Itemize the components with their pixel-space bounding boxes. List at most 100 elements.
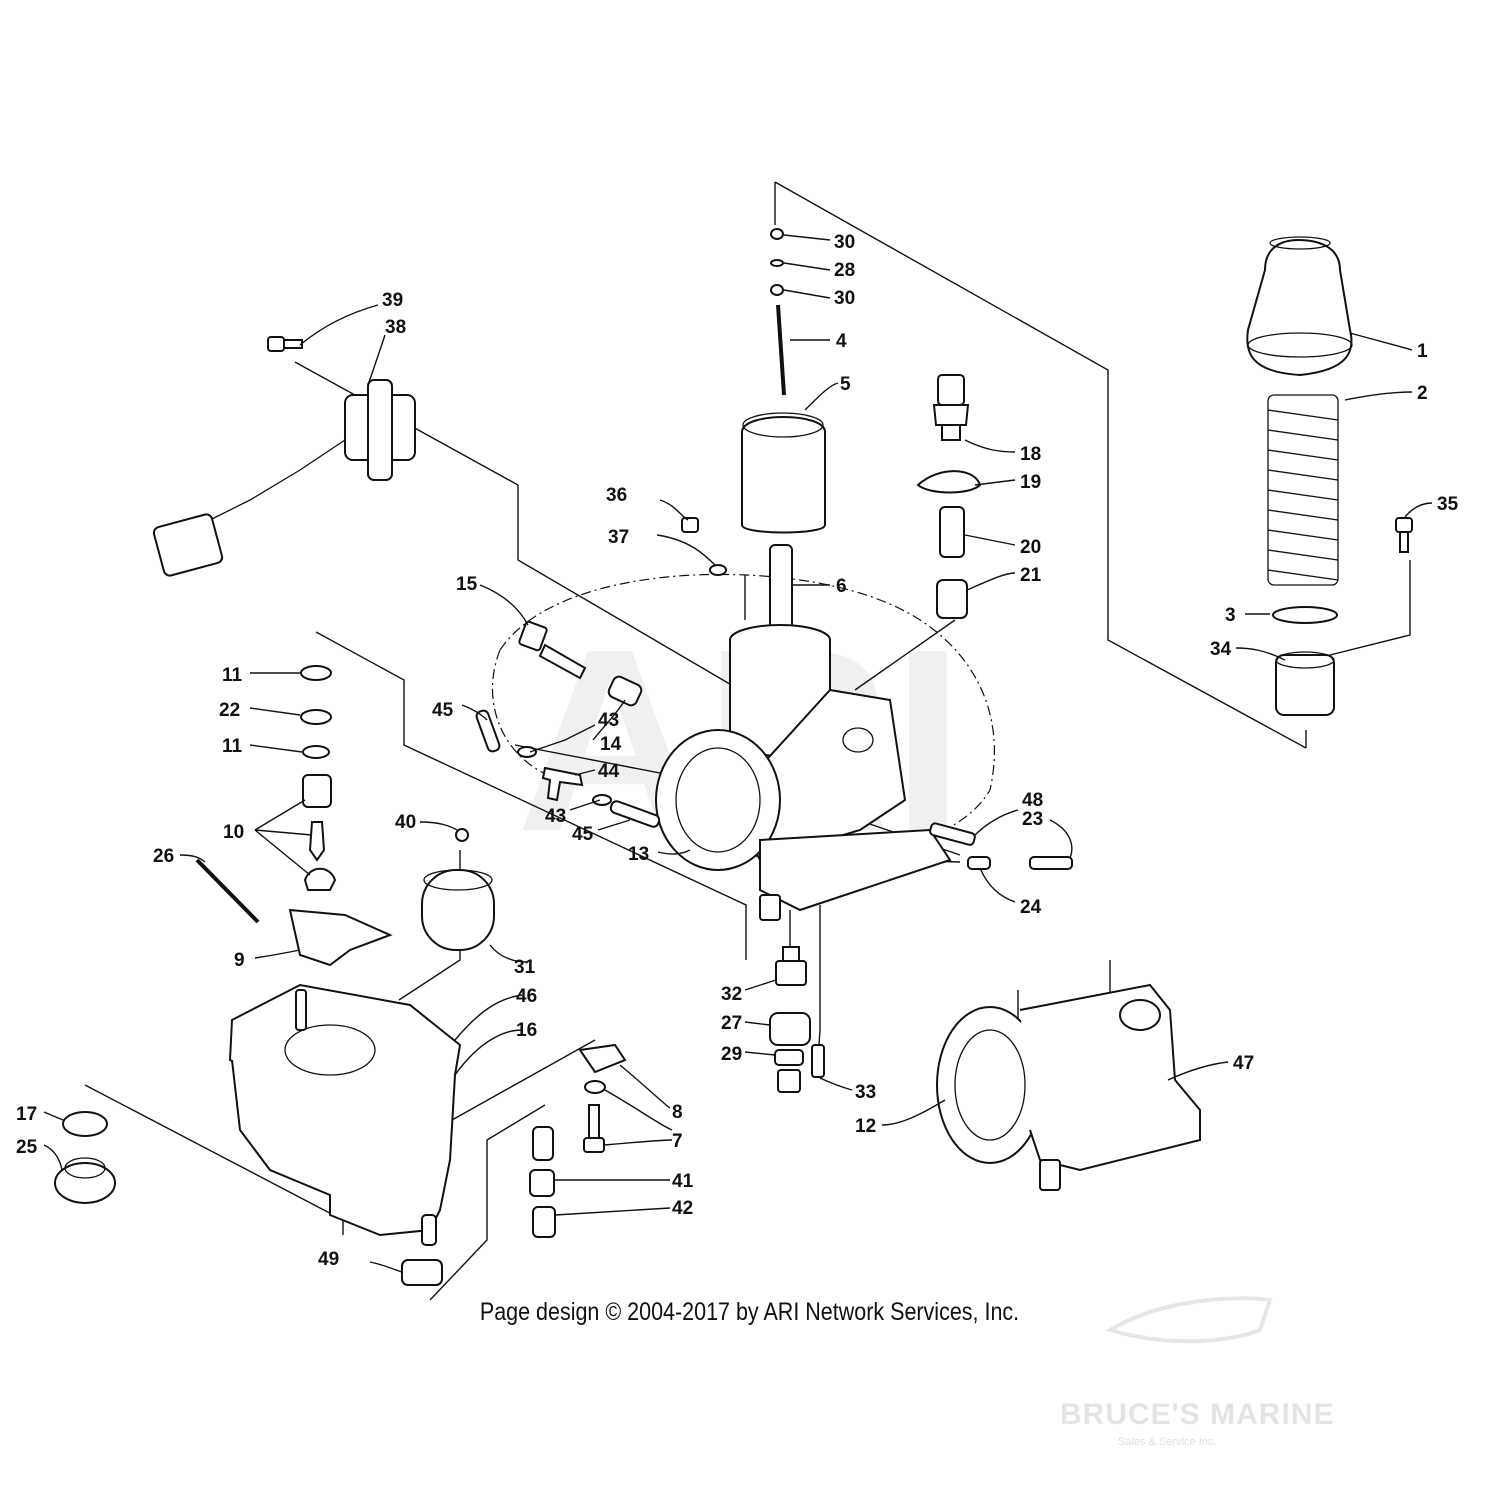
spring-part-14 [607, 675, 643, 707]
callout-labels: 1 2 3 4 5 6 7 8 9 10 11 11 12 13 14 15 1… [16, 232, 1459, 1270]
label-part-20: 20 [1020, 537, 1041, 558]
label-part-25: 25 [16, 1137, 38, 1158]
label-part-8: 8 [672, 1102, 683, 1123]
spring-part-24 [967, 856, 991, 870]
slide-part-5 [741, 412, 826, 534]
washer-part-11a [300, 665, 332, 681]
clip-part-43b [592, 794, 612, 806]
sleeve-part-41a [532, 1126, 554, 1161]
nut-part-36 [681, 517, 699, 533]
label-part-1: 1 [1417, 341, 1428, 362]
washer-part-37 [709, 564, 727, 576]
washer-part-11b [302, 745, 330, 759]
brand-watermark-subtitle: Sales & Service Inc. [1118, 1436, 1217, 1448]
label-part-16: 16 [516, 1020, 537, 1041]
plate-part-19 [916, 470, 982, 494]
label-part-6: 6 [836, 576, 847, 597]
washer-part-30a [770, 228, 784, 240]
screw-part-15 [518, 620, 587, 680]
label-part-11a: 11 [222, 665, 243, 686]
pin-part-26 [195, 858, 260, 924]
label-part-29: 29 [721, 1044, 742, 1065]
float-arm-part-9 [288, 908, 393, 967]
sensor-part-38 [152, 379, 416, 577]
carburetor-body [655, 624, 952, 921]
label-part-47: 47 [1233, 1053, 1254, 1074]
label-part-38: 38 [385, 317, 406, 338]
label-part-15: 15 [456, 574, 478, 595]
jet-part-29 [774, 1049, 804, 1093]
washer-part-3 [1272, 606, 1338, 624]
label-part-23: 23 [1022, 809, 1043, 830]
screw-part-48 [929, 822, 976, 846]
spring-part-20 [939, 506, 965, 558]
clip-part-43a [517, 746, 537, 758]
label-part-12: 12 [855, 1116, 876, 1137]
screw-part-39 [267, 336, 303, 352]
label-part-37: 37 [608, 527, 629, 548]
label-part-35: 35 [1437, 494, 1459, 515]
plug-part-25 [54, 1157, 116, 1204]
screw-part-7 [583, 1080, 606, 1153]
label-part-7: 7 [672, 1131, 683, 1152]
brand-watermark-boat-icon [1105, 1296, 1273, 1344]
holder-part-27 [769, 1012, 811, 1046]
nut-part-40 [455, 828, 469, 842]
plate-part-8 [578, 1043, 627, 1074]
holder-part-34 [1275, 651, 1335, 716]
nut-part-32 [775, 946, 807, 986]
label-part-39: 39 [382, 290, 403, 311]
label-part-3: 3 [1225, 605, 1236, 626]
label-part-32: 32 [721, 984, 742, 1005]
label-part-44: 44 [598, 761, 620, 782]
valve-part-10 [302, 774, 337, 891]
label-part-43a: 43 [598, 710, 619, 731]
hose-part-45a [475, 709, 501, 753]
label-part-31: 31 [514, 957, 536, 978]
label-part-40: 40 [395, 812, 416, 833]
label-part-28: 28 [834, 260, 855, 281]
label-part-21: 21 [1020, 565, 1042, 586]
label-part-49: 49 [318, 1249, 339, 1270]
callout-leaders [43, 234, 1433, 1273]
washer-part-28 [770, 259, 784, 267]
label-part-5: 5 [840, 374, 851, 395]
label-part-19: 19 [1020, 472, 1041, 493]
cap-part-1 [1246, 236, 1353, 377]
needle-part-4 [776, 304, 786, 396]
label-part-4: 4 [836, 331, 847, 352]
tee-part-44 [541, 766, 584, 802]
label-part-42: 42 [672, 1198, 693, 1219]
label-part-27: 27 [721, 1013, 742, 1034]
spring-part-2 [1267, 394, 1339, 586]
label-part-45b: 45 [572, 824, 594, 845]
label-part-30a: 30 [834, 232, 855, 253]
cap-part-21 [936, 579, 968, 619]
label-part-17: 17 [16, 1104, 37, 1125]
copyright-text: Page design © 2004-2017 by ARI Network S… [479, 1298, 1020, 1326]
label-part-14: 14 [600, 734, 622, 755]
screw-part-35 [1395, 517, 1413, 553]
label-part-33: 33 [855, 1082, 876, 1103]
label-part-45a: 45 [432, 700, 454, 721]
label-part-18: 18 [1020, 444, 1041, 465]
float-part-31 [421, 869, 495, 951]
screw-part-23 [1029, 856, 1073, 870]
washer-part-22 [300, 709, 332, 725]
hose-part-45b [609, 800, 661, 828]
label-part-22: 22 [219, 700, 240, 721]
jet-part-18 [932, 374, 970, 441]
throttle-body-part-12 [936, 983, 1201, 1191]
jet-part-33 [811, 1044, 825, 1078]
label-part-46: 46 [516, 986, 537, 1007]
label-part-10: 10 [223, 822, 244, 843]
label-part-48: 48 [1022, 790, 1043, 811]
float-bowl-part-16 [228, 983, 462, 1246]
label-part-2: 2 [1417, 383, 1428, 404]
label-part-34: 34 [1210, 639, 1232, 660]
label-part-24: 24 [1020, 897, 1042, 918]
o-ring-part-17 [62, 1111, 108, 1137]
washer-part-30b [770, 284, 784, 296]
label-part-11b: 11 [222, 736, 243, 757]
